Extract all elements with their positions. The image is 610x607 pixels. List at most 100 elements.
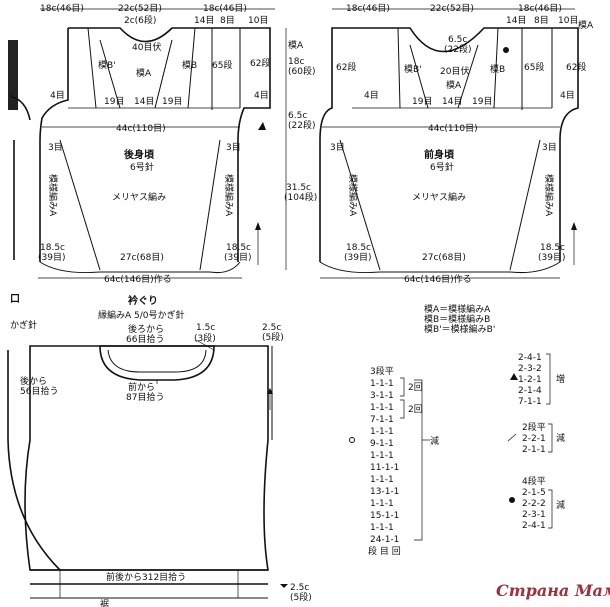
svg-text:2-1-5: 2-1-5 bbox=[522, 488, 546, 498]
back-patL: 模様編みA bbox=[47, 174, 59, 217]
back-sideA: 模A bbox=[288, 40, 304, 51]
svg-text:2-2-2: 2-2-2 bbox=[522, 499, 546, 509]
back-h65: 6.5c bbox=[288, 111, 307, 121]
svg-text:1-1-1: 1-1-1 bbox=[370, 427, 394, 437]
svg-text:27c(68目): 27c(68目) bbox=[422, 252, 466, 263]
back-neck-rows: 2c(6段) bbox=[124, 14, 156, 26]
decrease-table-3: 4段平 2-1-5 2-2-2 2-3-1 2-4-1 減 bbox=[509, 475, 565, 531]
svg-text:1-1-1: 1-1-1 bbox=[370, 475, 394, 485]
svg-text:2回: 2回 bbox=[408, 382, 423, 393]
svg-text:3-1-1: 3-1-1 bbox=[370, 391, 394, 401]
svg-text:後から: 後から bbox=[20, 375, 47, 387]
back-mB1: 模B' bbox=[98, 60, 116, 71]
svg-text:(39目): (39目) bbox=[224, 252, 251, 263]
svg-text:18.5c: 18.5c bbox=[540, 243, 565, 253]
svg-text:模B: 模B bbox=[490, 64, 505, 75]
svg-text:22c(52目): 22c(52目) bbox=[430, 3, 474, 14]
svg-text:2-1-4: 2-1-4 bbox=[518, 386, 542, 396]
svg-text:2-3-2: 2-3-2 bbox=[518, 364, 542, 374]
back-top-mid: 22c(52目) bbox=[118, 3, 162, 14]
svg-text:前身頃: 前身頃 bbox=[424, 148, 455, 161]
svg-text:(39目): (39目) bbox=[344, 252, 371, 263]
svg-text:18c(46目): 18c(46目) bbox=[346, 3, 390, 14]
svg-text:18.5c: 18.5c bbox=[346, 243, 371, 253]
svg-text:19目: 19目 bbox=[412, 96, 432, 107]
back-title: 後身頃 bbox=[124, 148, 155, 161]
svg-text:(104段): (104段) bbox=[284, 191, 317, 203]
svg-text:18.5c: 18.5c bbox=[40, 243, 65, 253]
back-needle: 6号針 bbox=[130, 161, 154, 173]
svg-text:18c(46目): 18c(46目) bbox=[518, 3, 562, 14]
back-width: 44c(110目) bbox=[116, 123, 166, 134]
back-mB2: 模B bbox=[182, 60, 197, 71]
svg-text:1.5c: 1.5c bbox=[196, 323, 215, 333]
svg-text:前後から312目拾う: 前後から312目拾う bbox=[106, 571, 186, 583]
svg-text:段 目 回: 段 目 回 bbox=[368, 545, 401, 557]
svg-text:2.5c: 2.5c bbox=[290, 583, 309, 593]
svg-text:1-1-1: 1-1-1 bbox=[370, 499, 394, 509]
svg-text:模A: 模A bbox=[578, 20, 594, 31]
watermark: Страна Мам bbox=[496, 581, 610, 600]
back-h315: 31.5c bbox=[286, 183, 311, 193]
svg-text:62段: 62段 bbox=[336, 61, 356, 73]
svg-text:裾: 裾 bbox=[100, 598, 109, 607]
svg-text:増: 増 bbox=[556, 373, 565, 385]
svg-text:87目拾う: 87目拾う bbox=[126, 391, 164, 403]
svg-text:(39目): (39目) bbox=[38, 252, 65, 263]
back-19a: 19目 bbox=[104, 96, 124, 107]
back-patR: 模様編みA bbox=[223, 174, 235, 217]
svg-text:1-1-1: 1-1-1 bbox=[370, 523, 394, 533]
back-bottom: 64c(146目)作る bbox=[104, 273, 172, 285]
svg-text:1-1-1: 1-1-1 bbox=[370, 403, 394, 413]
svg-text:(5段): (5段) bbox=[262, 331, 284, 343]
svg-text:(60段): (60段) bbox=[288, 65, 315, 77]
back-62: 62段 bbox=[250, 57, 270, 69]
svg-text:18.5c: 18.5c bbox=[226, 243, 251, 253]
svg-text:56目拾う: 56目拾う bbox=[20, 385, 58, 397]
back-h18: 18c bbox=[288, 57, 304, 67]
svg-text:7-1-1: 7-1-1 bbox=[518, 397, 542, 407]
svg-text:2-1-1: 2-1-1 bbox=[522, 445, 546, 455]
svg-text:3目: 3目 bbox=[226, 142, 241, 153]
svg-text:1-2-1: 1-2-1 bbox=[518, 375, 542, 385]
svg-text:2回: 2回 bbox=[408, 404, 423, 415]
svg-text:6.5c: 6.5c bbox=[448, 35, 467, 45]
svg-text:減: 減 bbox=[556, 432, 565, 444]
front-bodice: 18c(46目) 22c(52目) 18c(46目) 14目 8目 10目 6.… bbox=[319, 3, 594, 285]
svg-text:メリヤス編み: メリヤス編み bbox=[412, 191, 466, 203]
back-10: 10目 bbox=[248, 15, 268, 26]
back-top-right: 18c(46目) bbox=[203, 3, 247, 14]
svg-text:減: 減 bbox=[430, 435, 439, 447]
svg-text:8目: 8目 bbox=[534, 15, 549, 26]
svg-text:減: 減 bbox=[556, 499, 565, 511]
svg-text:(39目): (39目) bbox=[538, 252, 565, 263]
back-14: 14目 bbox=[194, 15, 214, 26]
svg-text:(22段): (22段) bbox=[288, 119, 315, 131]
svg-text:3段平: 3段平 bbox=[370, 365, 394, 377]
svg-text:4段平: 4段平 bbox=[522, 475, 546, 487]
svg-text:(5段): (5段) bbox=[290, 591, 312, 603]
svg-text:2-4-1: 2-4-1 bbox=[518, 353, 542, 363]
svg-text:3目: 3目 bbox=[542, 142, 557, 153]
back-65: 65段 bbox=[212, 59, 232, 71]
svg-text:19目: 19目 bbox=[472, 96, 492, 107]
back-14b: 14目 bbox=[134, 96, 154, 107]
decrease-table-2: 2段平 2-2-1 2-1-1 減 bbox=[507, 421, 565, 455]
svg-text:44c(110目): 44c(110目) bbox=[428, 123, 478, 134]
svg-text:後ろから: 後ろから bbox=[128, 323, 164, 335]
neck-title: 衿ぐり bbox=[128, 294, 158, 307]
svg-text:62段: 62段 bbox=[566, 61, 586, 73]
svg-text:1-1-1: 1-1-1 bbox=[370, 451, 394, 461]
svg-text:2-2-1: 2-2-1 bbox=[522, 434, 546, 444]
svg-text:66目拾う: 66目拾う bbox=[126, 333, 164, 345]
svg-text:3目: 3目 bbox=[330, 142, 345, 153]
svg-text:2-3-1: 2-3-1 bbox=[522, 510, 546, 520]
neck-yarn: 縁編みA 5/0号かぎ針 bbox=[98, 309, 185, 321]
svg-text:1-1-1: 1-1-1 bbox=[370, 379, 394, 389]
svg-text:模B'＝模様編みB': 模B'＝模様編みB' bbox=[424, 323, 495, 335]
svg-text:20目伏: 20目伏 bbox=[440, 65, 469, 77]
left-edge-partial: 口 かぎ針 後から 56目拾う bbox=[7, 40, 61, 571]
svg-text:4目: 4目 bbox=[254, 90, 269, 101]
neck-section: 衿ぐり 縁編みA 5/0号かぎ針 後ろから 66目拾う 1.5c (3段) 前か… bbox=[24, 294, 312, 603]
